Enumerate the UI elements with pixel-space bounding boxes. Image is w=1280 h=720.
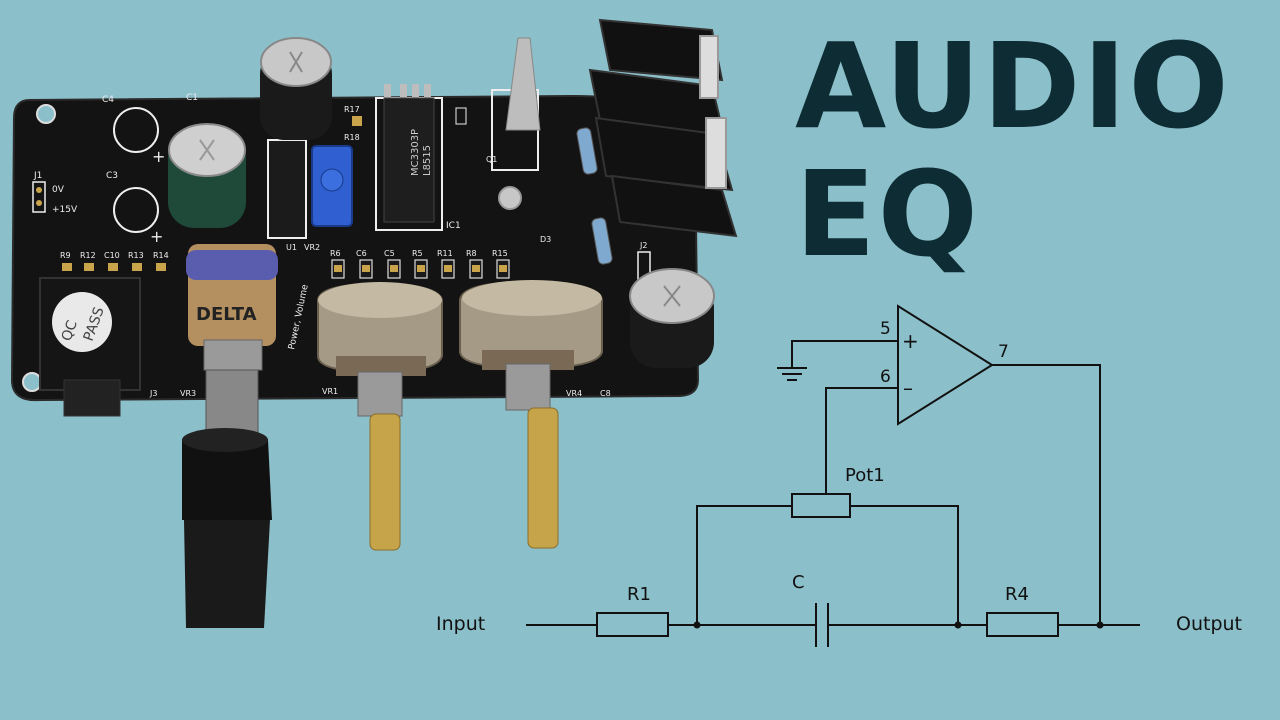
ic-marking-1: MC3303P bbox=[410, 129, 421, 176]
silk-15v: +15V bbox=[52, 205, 78, 215]
input-label: Input bbox=[436, 613, 485, 635]
pcb-board-photo: + + C4 C1 C3 J1 0V +15V R9 R12 C10 R13 R… bbox=[10, 18, 738, 628]
silk-label: R8 bbox=[466, 249, 477, 258]
silk-vr2: VR2 bbox=[304, 243, 320, 252]
silk-j3: J3 bbox=[149, 389, 157, 398]
pin-7-label: 7 bbox=[998, 342, 1009, 362]
silk-label: R6 bbox=[330, 249, 341, 258]
mounting-hole bbox=[498, 186, 522, 210]
silk-label: R14 bbox=[153, 251, 169, 260]
capacitor-top bbox=[260, 37, 332, 140]
junction-dot bbox=[1096, 621, 1104, 629]
silk-j2: J2 bbox=[639, 241, 647, 250]
silk-u1: U1 bbox=[286, 243, 297, 252]
silk-row2: R6 C6 C5 R5 R11 R8 R15 bbox=[330, 249, 508, 258]
jack-sticker-qc: QC bbox=[59, 318, 81, 343]
resistor-r4 bbox=[986, 612, 1059, 637]
title-line-eq: EQ bbox=[795, 145, 980, 283]
pot1-label: Pot1 bbox=[845, 465, 885, 486]
capacitor-right bbox=[629, 268, 715, 368]
silk-label: C10 bbox=[104, 251, 120, 260]
plus-sign: + bbox=[902, 329, 919, 353]
silk-c3: C3 bbox=[106, 171, 118, 181]
silk-label: R5 bbox=[412, 249, 423, 258]
mounting-hole bbox=[22, 372, 42, 392]
silk-ic1: IC1 bbox=[446, 221, 461, 231]
silk-label: R9 bbox=[60, 251, 71, 260]
junction-dot bbox=[693, 621, 701, 629]
potentiometer-vr4 bbox=[459, 280, 603, 549]
capacitor-green bbox=[168, 123, 246, 228]
r1-label: R1 bbox=[627, 584, 651, 605]
cap-label: C bbox=[792, 572, 805, 593]
silk-c4: C4 bbox=[102, 95, 114, 105]
silk-vr3: VR3 bbox=[180, 389, 196, 398]
silk-label: C6 bbox=[356, 249, 367, 258]
wire-ground bbox=[791, 340, 898, 368]
ic-marking-2: L8515 bbox=[422, 145, 433, 176]
title-line-audio: AUDIO bbox=[795, 17, 1231, 155]
silk-label: R13 bbox=[128, 251, 144, 260]
junction-dot bbox=[954, 621, 962, 629]
mounting-hole bbox=[36, 104, 56, 124]
silk-vr4: VR4 bbox=[566, 389, 582, 398]
silk-c8: C8 bbox=[600, 389, 611, 398]
wire-pot-right bbox=[850, 505, 959, 625]
resistor-r1 bbox=[596, 612, 669, 637]
silk-row1: R9 R12 C10 R13 R14 bbox=[60, 251, 169, 260]
page-title: AUDIO EQ bbox=[795, 22, 1265, 278]
pin-6-label: 6 bbox=[880, 367, 891, 387]
silk-j1: J1 bbox=[33, 171, 42, 181]
silk-c1: C1 bbox=[186, 93, 198, 103]
silk-vr1: VR1 bbox=[322, 387, 338, 396]
resistor-pot1 bbox=[791, 493, 851, 518]
output-label: Output bbox=[1176, 613, 1242, 635]
r4-label: R4 bbox=[1005, 584, 1029, 605]
eq-schematic bbox=[526, 304, 1140, 647]
svg-text:+: + bbox=[152, 147, 165, 166]
wire-inverting bbox=[825, 387, 898, 494]
silk-label: R12 bbox=[80, 251, 96, 260]
minus-sign: – bbox=[903, 376, 913, 400]
silk-label: C5 bbox=[384, 249, 395, 258]
silk-d3: D3 bbox=[540, 235, 551, 244]
silk-r17: R17 bbox=[344, 105, 360, 114]
silk-0v: 0V bbox=[52, 185, 65, 195]
svg-text:+: + bbox=[150, 227, 163, 246]
silk-q1: Q1 bbox=[486, 155, 497, 164]
knob-label: DELTA bbox=[196, 304, 257, 325]
silk-label: R15 bbox=[492, 249, 508, 258]
ic-chip bbox=[383, 97, 435, 223]
potentiometer-vr1 bbox=[317, 282, 443, 551]
wire-pot-left bbox=[696, 505, 792, 625]
pin-5-label: 5 bbox=[880, 319, 891, 339]
audio-jack: QC PASS bbox=[39, 277, 141, 417]
heatsink bbox=[588, 18, 738, 238]
schematic-labels: Input Output R1 R4 C Pot1 5 6 7 + – bbox=[436, 319, 1242, 635]
opamp-triangle bbox=[897, 304, 994, 426]
wire-output-feedback bbox=[992, 364, 1101, 625]
potentiometer-vr3: DELTA bbox=[182, 244, 278, 628]
silk-r18: R18 bbox=[344, 133, 360, 142]
silk-label: R11 bbox=[437, 249, 453, 258]
